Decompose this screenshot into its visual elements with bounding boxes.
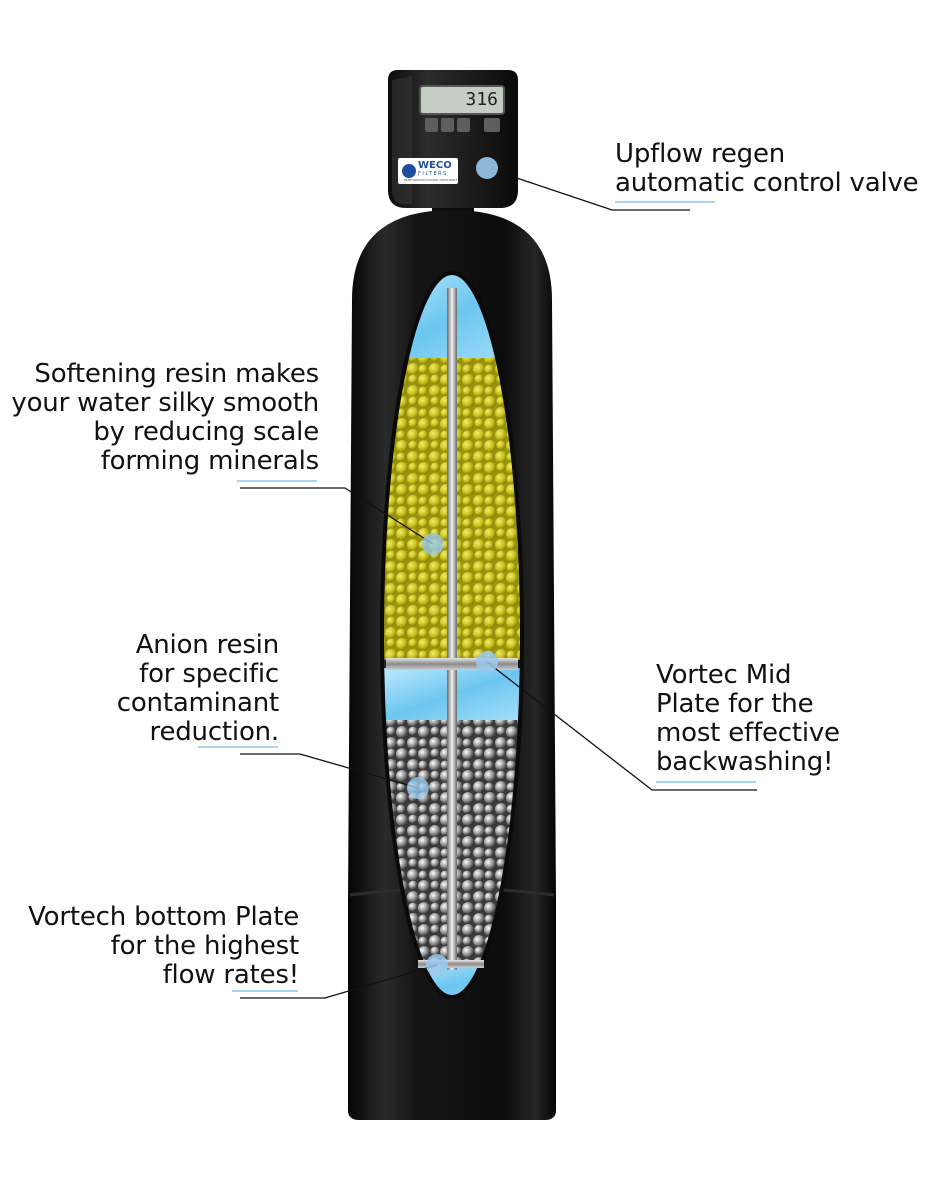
lcd-display bbox=[419, 85, 505, 115]
brand-name: WECO bbox=[418, 160, 452, 171]
callout-markers bbox=[407, 157, 498, 976]
underline-softening bbox=[237, 480, 317, 482]
callout-valve: Upflow regen automatic control valve bbox=[615, 139, 919, 198]
callout-bottom-plate: Vortech bottom Plate for the highest flo… bbox=[28, 902, 299, 990]
distributor-tube bbox=[447, 288, 457, 970]
marker-mid-plate bbox=[476, 651, 498, 673]
underline-mid-plate bbox=[656, 781, 756, 783]
bottom-plate bbox=[418, 960, 484, 968]
leader-lines bbox=[240, 167, 757, 999]
leader-line-anion bbox=[240, 753, 419, 789]
brand-label bbox=[398, 158, 458, 184]
underline-bottom bbox=[232, 990, 298, 992]
brand-sub: FILTERS bbox=[418, 171, 448, 177]
marker-valve bbox=[476, 157, 498, 179]
marker-anion bbox=[407, 777, 429, 799]
lcd-reading: 316 bbox=[465, 89, 498, 110]
leader-line-softening bbox=[240, 487, 434, 545]
callout-anion-resin: Anion resin for specific contaminant red… bbox=[116, 630, 279, 747]
leader-line-bottom bbox=[240, 964, 438, 999]
mid-plate bbox=[386, 658, 518, 670]
valve-buttons bbox=[425, 118, 500, 132]
marker-softening bbox=[422, 533, 444, 555]
underline-anion bbox=[198, 746, 278, 748]
leader-line-mid-plate bbox=[486, 661, 757, 791]
leader-line-valve bbox=[486, 167, 690, 211]
callout-mid-plate: Vortec Mid Plate for the most effective … bbox=[656, 660, 840, 777]
brand-tagline: PERFORMANCE WATER TREATMENT bbox=[404, 178, 458, 182]
underline-valve bbox=[615, 201, 715, 203]
marker-bottom bbox=[426, 954, 448, 976]
callout-softening-resin: Softening resin makes your water silky s… bbox=[11, 359, 319, 476]
